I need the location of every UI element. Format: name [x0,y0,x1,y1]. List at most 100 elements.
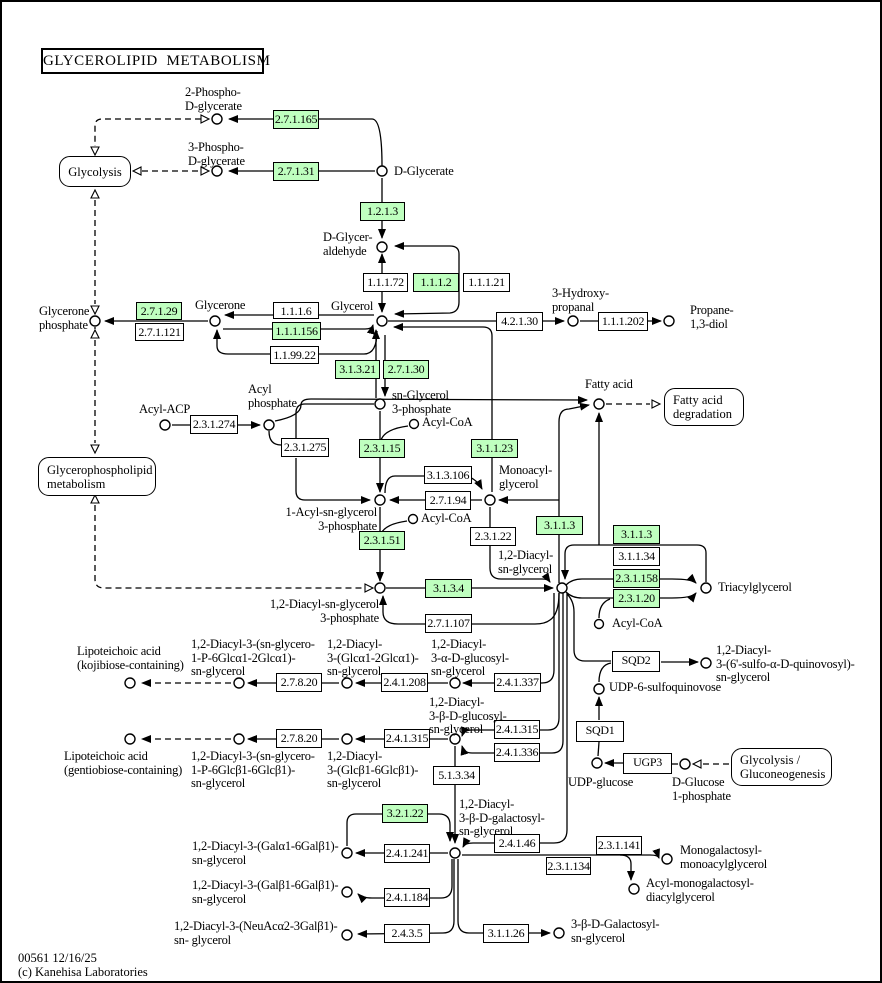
node-2-phospho-d-glycerate[interactable] [211,113,223,125]
compound-label-sn-glycerol-3-phosphate: sn-Glycerol 3-phosphate [392,388,451,416]
node-beta-galactosyl-dag[interactable] [449,847,461,859]
node-glycero-p-glc-dag-beta[interactable] [233,733,245,745]
enzyme-box-3-1-1-34[interactable]: 3.1.1.34 [613,547,660,566]
pathway-box-glycerophospholipid-metabolism[interactable]: Glycerophospholipid metabolism [38,457,156,496]
enzyme-box-2-4-1-241[interactable]: 2.4.1.241 [384,844,430,863]
node-gal-alpha-gal-dag[interactable] [341,847,353,859]
enzyme-box-3-1-1-3-b[interactable]: 3.1.1.3 [613,525,660,544]
enzyme-box-2-7-1-165[interactable]: 2.7.1.165 [273,110,319,129]
node-propane-1-3-diol[interactable] [663,315,675,327]
enzyme-box-3-1-1-23[interactable]: 3.1.1.23 [471,439,518,458]
node-sn-glycerol-3-phosphate[interactable] [374,398,386,410]
node-acyl-coa-3[interactable] [593,618,605,630]
node-glc-glc-dag-alpha[interactable] [341,677,353,689]
node-acyl-coa-1[interactable] [408,418,420,430]
node-gal-beta-gal-dag[interactable] [341,886,353,898]
enzyme-box-1-1-1-6[interactable]: 1.1.1.6 [273,302,319,319]
node-monogalactosyl-monoacylglycerol[interactable] [661,853,673,865]
enzyme-box-sqd2[interactable]: SQD2 [612,651,660,672]
enzyme-box-2-7-1-107[interactable]: 2.7.1.107 [425,614,472,633]
enzyme-box-sqd1[interactable]: SQD1 [576,721,624,742]
enzyme-box-1-1-1-21[interactable]: 1.1.1.21 [463,273,510,292]
pathway-box-fatty-acid-degradation[interactable]: Fatty acid degradation [664,388,744,426]
enzyme-box-1-1-1-2[interactable]: 1.1.1.2 [413,273,459,292]
compound-label-acyl-acp: Acyl-ACP [139,402,191,416]
node-3-hydroxypropanal[interactable] [567,315,579,327]
node-fatty-acid[interactable] [593,398,605,410]
node-1-2-diacyl-sn-glycerol[interactable] [556,582,568,594]
node-glycerone-phosphate[interactable] [89,315,101,327]
enzyme-box-2-3-1-15[interactable]: 2.3.1.15 [359,439,405,458]
enzyme-box-1-1-1-202[interactable]: 1.1.1.202 [598,312,648,331]
enzyme-box-2-7-1-29[interactable]: 2.7.1.29 [136,302,182,320]
node-acyl-monogalactosyl-diacylglycerol[interactable] [628,883,640,895]
node-acyl-coa-2[interactable] [407,513,419,525]
node-udp-glucose[interactable] [591,757,603,769]
node-triacylglycerol[interactable] [700,582,712,594]
enzyme-box-2-3-1-20[interactable]: 2.3.1.20 [613,589,660,608]
enzyme-box-2-4-1-184[interactable]: 2.4.1.184 [384,888,430,907]
enzyme-box-2-3-1-22[interactable]: 2.3.1.22 [470,527,516,546]
enzyme-box-3-2-1-22[interactable]: 3.2.1.22 [382,804,428,823]
pathway-box-glycolysis-gluconeogenesis[interactable]: Glycolysis / Gluconeogenesis [731,748,832,786]
enzyme-box-1-1-1-72[interactable]: 1.1.1.72 [363,273,408,292]
node-d-glyceraldehyde[interactable] [376,241,388,253]
enzyme-box-2-7-1-94[interactable]: 2.7.1.94 [425,491,471,510]
enzyme-box-2-7-8-20-a[interactable]: 2.7.8.20 [276,673,322,692]
node-udp-6-sulfoquinovose[interactable] [593,683,605,695]
enzyme-box-3-1-3-106[interactable]: 3.1.3.106 [424,466,472,484]
node-alpha-glucosyl-dag[interactable] [449,677,461,689]
enzyme-box-2-7-8-20-b[interactable]: 2.7.8.20 [276,729,322,748]
node-d-glucose-1-phosphate[interactable] [679,758,691,770]
node-3-phospho-d-glycerate[interactable] [211,165,223,177]
enzyme-box-1-1-99-22[interactable]: 1.1.99.22 [270,346,319,364]
compound-label-neuac-gal-dag: 1,2-Diacyl-3-(NeuAcα2-3Galβ1)- sn- glyce… [174,919,338,947]
enzyme-box-2-3-1-134[interactable]: 2.3.1.134 [546,857,591,875]
enzyme-box-2-3-1-141[interactable]: 2.3.1.141 [596,836,642,855]
enzyme-box-5-1-3-34[interactable]: 5.1.3.34 [433,766,480,785]
node-1-acyl-sn-glycerol-3-phosphate[interactable] [374,494,386,506]
pathway-box-glycolysis[interactable]: Glycolysis [59,156,131,187]
node-sulfoquinovosyl-diacylglycerol[interactable] [700,657,712,669]
node-1-2-diacyl-sn-glycerol-3-phosphate[interactable] [374,582,386,594]
node-glycerol[interactable] [376,315,388,327]
enzyme-box-2-3-1-275[interactable]: 2.3.1.275 [281,438,329,457]
node-glc-glc-dag-beta[interactable] [341,733,353,745]
node-neuac-gal-dag[interactable] [341,929,353,941]
enzyme-box-2-3-1-51[interactable]: 2.3.1.51 [359,531,405,550]
node-galactosyl-glycerol[interactable] [553,927,565,939]
enzyme-box-ugp3[interactable]: UGP3 [623,753,672,774]
node-d-glycerate[interactable] [376,165,388,177]
enzyme-box-2-4-1-315-b[interactable]: 2.4.1.315 [494,720,540,739]
node-lipoteichoic-acid-gentiobiose[interactable] [124,733,136,745]
enzyme-box-2-3-1-274[interactable]: 2.3.1.274 [190,415,238,434]
node-glycerone[interactable] [209,315,221,327]
map-link-lines [94,118,729,765]
node-glycero-p-glc-dag-alpha[interactable] [233,677,245,689]
node-acyl-phosphate[interactable] [263,419,275,431]
enzyme-box-2-4-1-337[interactable]: 2.4.1.337 [494,673,541,692]
enzyme-box-2-7-1-31[interactable]: 2.7.1.31 [273,162,319,181]
node-monoacylglycerol[interactable] [484,494,496,506]
enzyme-box-2-7-1-30[interactable]: 2.7.1.30 [383,360,429,379]
enzyme-box-4-2-1-30[interactable]: 4.2.1.30 [496,312,543,331]
enzyme-box-2-3-1-158[interactable]: 2.3.1.158 [613,569,660,588]
compound-label-gal-alpha-gal-dag: 1,2-Diacyl-3-(Galα1-6Galβ1)- sn-glycerol [192,839,339,867]
enzyme-box-1-1-1-156[interactable]: 1.1.1.156 [272,322,321,340]
enzyme-box-3-1-1-26[interactable]: 3.1.1.26 [483,924,529,943]
node-beta-glucosyl-dag[interactable] [449,733,461,745]
node-acyl-acp[interactable] [159,419,171,431]
enzyme-box-3-1-1-3-a[interactable]: 3.1.1.3 [536,516,583,535]
enzyme-box-2-4-1-46[interactable]: 2.4.1.46 [494,834,540,853]
enzyme-box-2-4-1-336[interactable]: 2.4.1.336 [494,743,540,762]
enzyme-box-1-2-1-3[interactable]: 1.2.1.3 [360,202,405,221]
enzyme-box-2-4-1-208[interactable]: 2.4.1.208 [381,673,428,692]
enzyme-box-2-4-3-5[interactable]: 2.4.3.5 [384,924,430,943]
enzyme-box-2-4-1-315-a[interactable]: 2.4.1.315 [384,729,430,748]
node-lipoteichoic-acid-kojibiose[interactable] [124,677,136,689]
compound-label-glc-glc-dag-beta: 1,2-Diacyl- 3-(Glcβ1-6Glcβ1)- sn-glycero… [327,749,419,790]
compound-label-lipoteichoic-acid-gentiobiose: Lipoteichoic acid (gentiobiose-containin… [64,749,183,777]
enzyme-box-2-7-1-121[interactable]: 2.7.1.121 [135,323,184,341]
enzyme-box-3-1-3-4[interactable]: 3.1.3.4 [425,579,472,598]
enzyme-box-3-1-3-21[interactable]: 3.1.3.21 [335,360,380,379]
